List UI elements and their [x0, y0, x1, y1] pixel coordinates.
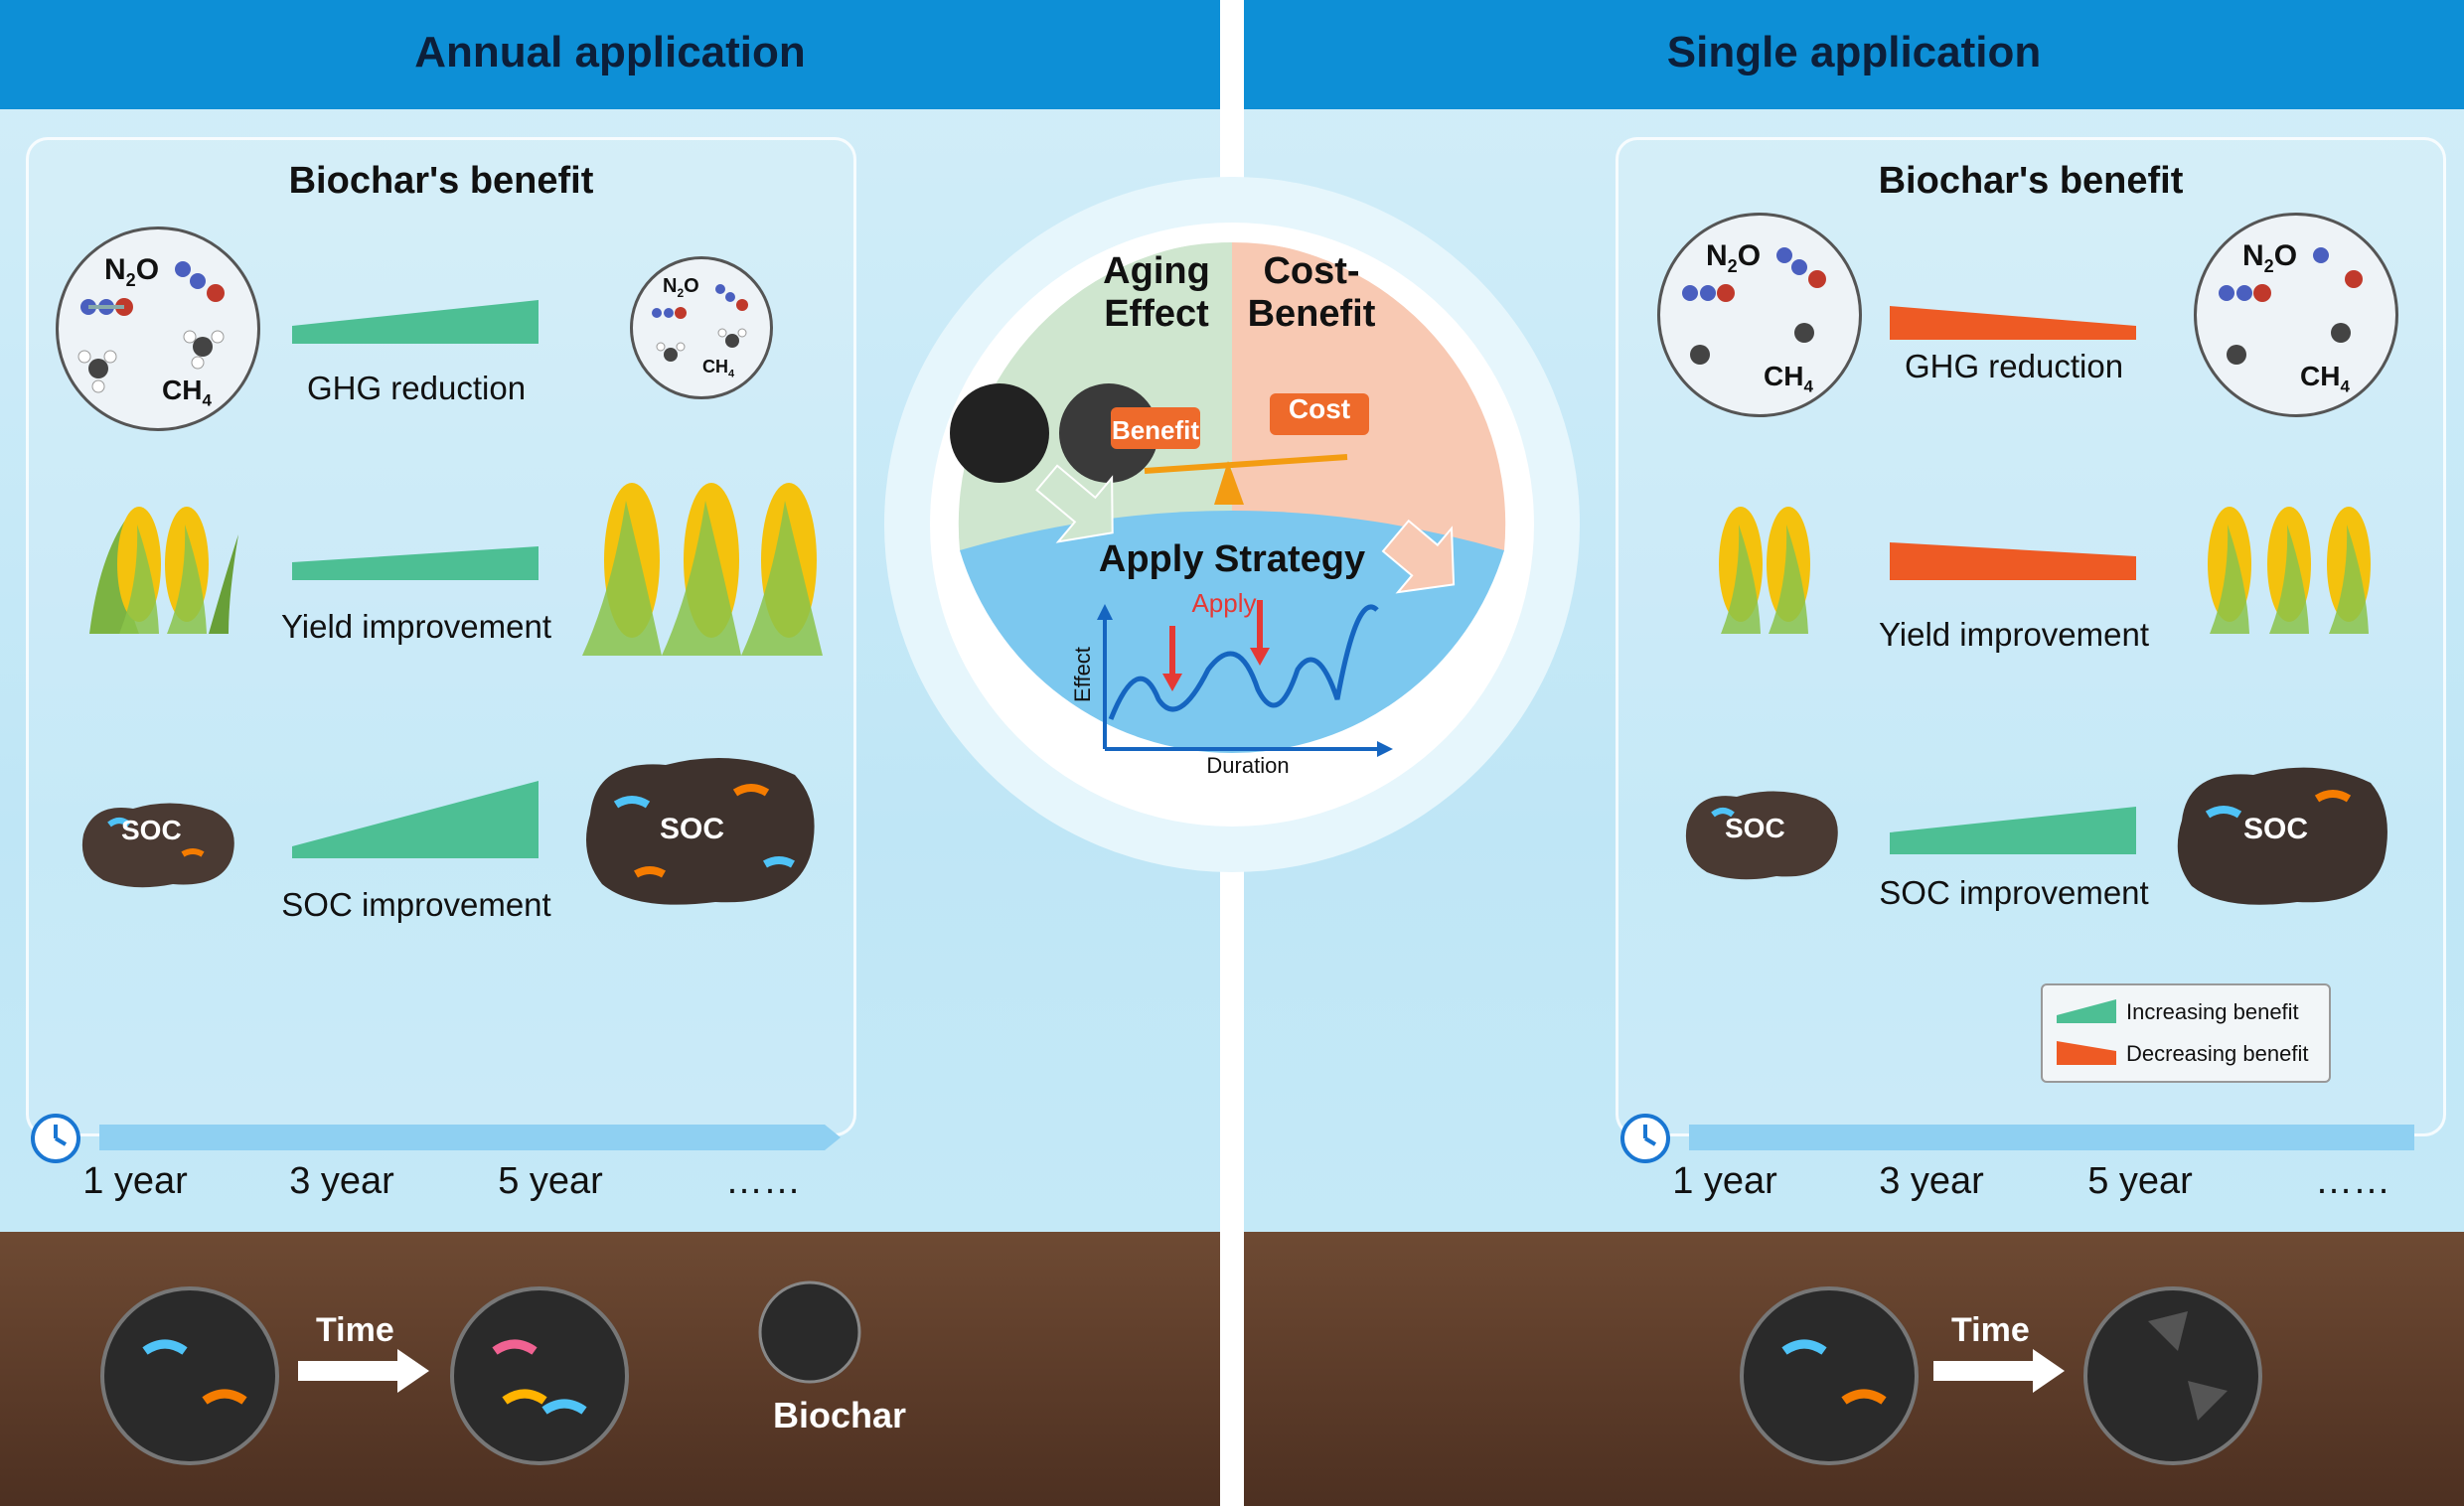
ghg-reduction-label: GHG reduction [306, 370, 527, 406]
n2o-label-r2: N2O [2242, 239, 2298, 276]
soc-clump-small [81, 803, 234, 888]
biochar-microbes-before [100, 1286, 279, 1465]
corn-icon-right-before [1719, 507, 1810, 634]
annual-tick-1-year: 1 year [82, 1160, 188, 1202]
soc-clump-right-before [1685, 791, 1838, 880]
molecules-icon [77, 261, 225, 393]
time-arrow-left [298, 1349, 429, 1393]
ch4-label-small: CH4 [702, 357, 735, 380]
ghg-decreasing-wedge [1890, 306, 2136, 340]
yield-improvement-label-right: Yield improvement [1878, 616, 2150, 653]
annual-timeline [99, 1125, 825, 1150]
timeline-arrow-icon [803, 1125, 841, 1150]
effect-axis-label: Effect [1070, 647, 1095, 702]
ch4-label-r2: CH4 [2300, 361, 2350, 396]
clock-icon [31, 1114, 80, 1163]
yield-decreasing-wedge [1890, 542, 2136, 580]
annual-tick-3-year: 3 year [289, 1160, 394, 1202]
annual-banner: Annual application [0, 0, 1220, 109]
soc-improvement-label: SOC improvement [281, 886, 551, 923]
time-label-left: Time [316, 1311, 394, 1349]
soc-label-small: SOC [121, 815, 182, 845]
ghg-molecule-circle-large: N2O CH4 [56, 226, 260, 431]
single-tick-ellipsis: …… [2315, 1160, 2390, 1202]
soc-increasing-wedge [292, 781, 539, 858]
single-banner-title: Single application [1666, 28, 2042, 76]
n2o-label-r1: N2O [1706, 239, 1762, 276]
molecules-icon-small [652, 284, 748, 362]
single-tick-3-year: 3 year [1879, 1160, 1984, 1202]
single-tick-5-year: 5 year [2087, 1160, 2193, 1202]
single-benefit-title: Biochar's benefit [1878, 160, 2184, 202]
ghg-molecule-circle-after: N2O CH4 [2194, 213, 2398, 417]
annual-banner-title: Annual application [414, 28, 806, 76]
single-timeline [1689, 1125, 2414, 1150]
corn-icon-small [89, 507, 238, 634]
soc-increasing-wedge-right [1890, 807, 2136, 854]
apply-strategy-title: Apply Strategy [1098, 538, 1366, 580]
biochar-label: Biochar [773, 1395, 907, 1435]
legend-increasing-swatch [2057, 999, 2116, 1023]
molecules-icon-r1 [1682, 247, 1826, 365]
legend-decreasing-swatch [2057, 1041, 2116, 1065]
soc-improvement-label-right: SOC improvement [1879, 874, 2149, 911]
yield-increasing-wedge [292, 546, 539, 580]
legend: Increasing benefit Decreasing benefit [2041, 983, 2331, 1083]
annual-tick-5-year: 5 year [498, 1160, 603, 1202]
apply-label: Apply [1191, 588, 1257, 618]
duration-axis-label: Duration [1206, 753, 1290, 778]
time-arrow-right [1933, 1349, 2065, 1393]
cost-benefit-label: Cost-Benefit [1247, 250, 1376, 335]
benefit-tag: Benefit [1111, 415, 1200, 445]
annual-benefit-title: Biochar's benefit [288, 160, 594, 202]
soc-label-right-before: SOC [1725, 813, 1785, 843]
soc-clump-large [586, 757, 815, 905]
biochar-fragmented [2083, 1286, 2262, 1465]
annual-application-panel: Annual application Biochar's benefit N2O… [0, 0, 1220, 1506]
biochar-microbes-before-right [1740, 1286, 1919, 1465]
center-strategy-circle [884, 177, 1580, 872]
ghg-increasing-wedge [292, 300, 539, 344]
time-label-right: Time [1951, 1311, 2030, 1349]
legend-increasing-label: Increasing benefit [2126, 999, 2299, 1024]
biochar-microbes-after [450, 1286, 629, 1465]
clock-icon-right [1620, 1114, 1670, 1163]
soc-label-right-after: SOC [2243, 813, 2309, 845]
single-banner: Single application [1244, 0, 2464, 109]
legend-decreasing-label: Decreasing benefit [2126, 1041, 2309, 1066]
yield-improvement-label: Yield improvement [280, 608, 552, 645]
ch4-label: CH4 [162, 375, 212, 410]
corn-icon-large [582, 483, 823, 656]
ghg-molecule-circle-small: N2O CH4 [630, 256, 773, 399]
cost-tag: Cost [1288, 393, 1351, 424]
ghg-molecule-circle-before: N2O CH4 [1657, 213, 1862, 417]
annual-tick-ellipsis: …… [725, 1160, 801, 1202]
soc-clump-right-after [2177, 767, 2387, 905]
n2o-label-small: N2O [663, 275, 699, 300]
biochar-particle-icon [758, 1280, 861, 1384]
soc-label-large: SOC [660, 813, 725, 845]
molecules-icon-r2 [2219, 247, 2363, 365]
corn-icon-right-after [2208, 507, 2371, 634]
ghg-reduction-label-right: GHG reduction [1904, 348, 2124, 384]
n2o-label: N2O [104, 253, 160, 290]
single-tick-1-year: 1 year [1672, 1160, 1777, 1202]
ch4-label-r1: CH4 [1764, 361, 1813, 396]
